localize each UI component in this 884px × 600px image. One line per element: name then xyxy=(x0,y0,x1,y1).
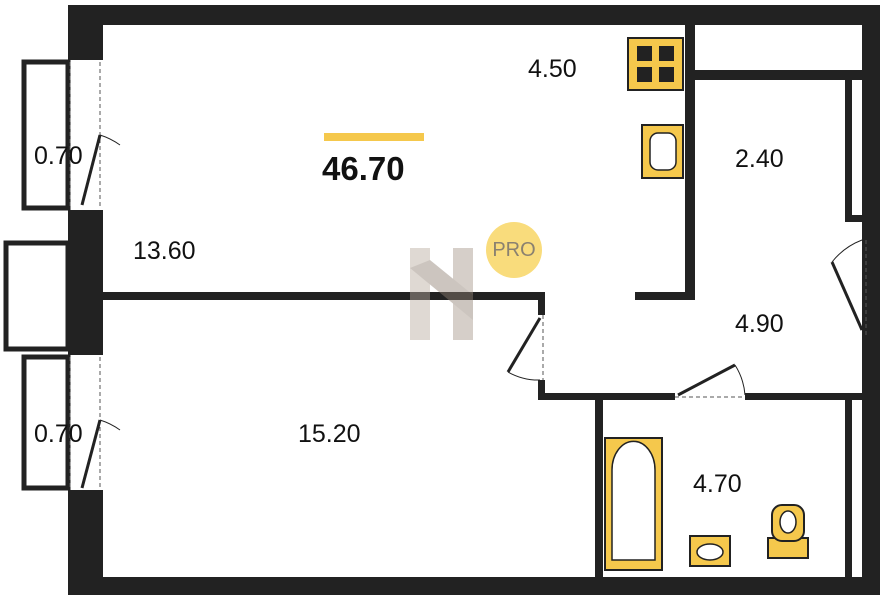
hall-area: 4.90 xyxy=(735,310,784,338)
windows xyxy=(69,62,867,488)
total-area-bar xyxy=(324,133,424,141)
balconies xyxy=(3,59,71,491)
watermark-logo xyxy=(410,248,473,340)
bathroom-area: 4.70 xyxy=(693,470,742,498)
kitchen-area: 4.50 xyxy=(528,55,577,83)
stove-icon xyxy=(627,37,684,91)
pro-badge: PRO xyxy=(486,222,542,278)
balcony-bottom-area: 0.70 xyxy=(34,420,83,448)
bathtub-icon xyxy=(604,437,663,571)
doors xyxy=(80,134,864,489)
bathroom-small-area: 2.40 xyxy=(735,145,784,173)
total-area: 46.70 xyxy=(322,150,405,187)
kitchen-sink-icon xyxy=(641,124,684,179)
walls xyxy=(68,5,880,595)
toilet-icon xyxy=(767,504,809,559)
bedroom-area: 15.20 xyxy=(298,420,361,448)
living-area: 13.60 xyxy=(133,237,196,265)
bathroom-sink-icon xyxy=(689,535,731,567)
balcony-top-area: 0.70 xyxy=(34,142,83,170)
